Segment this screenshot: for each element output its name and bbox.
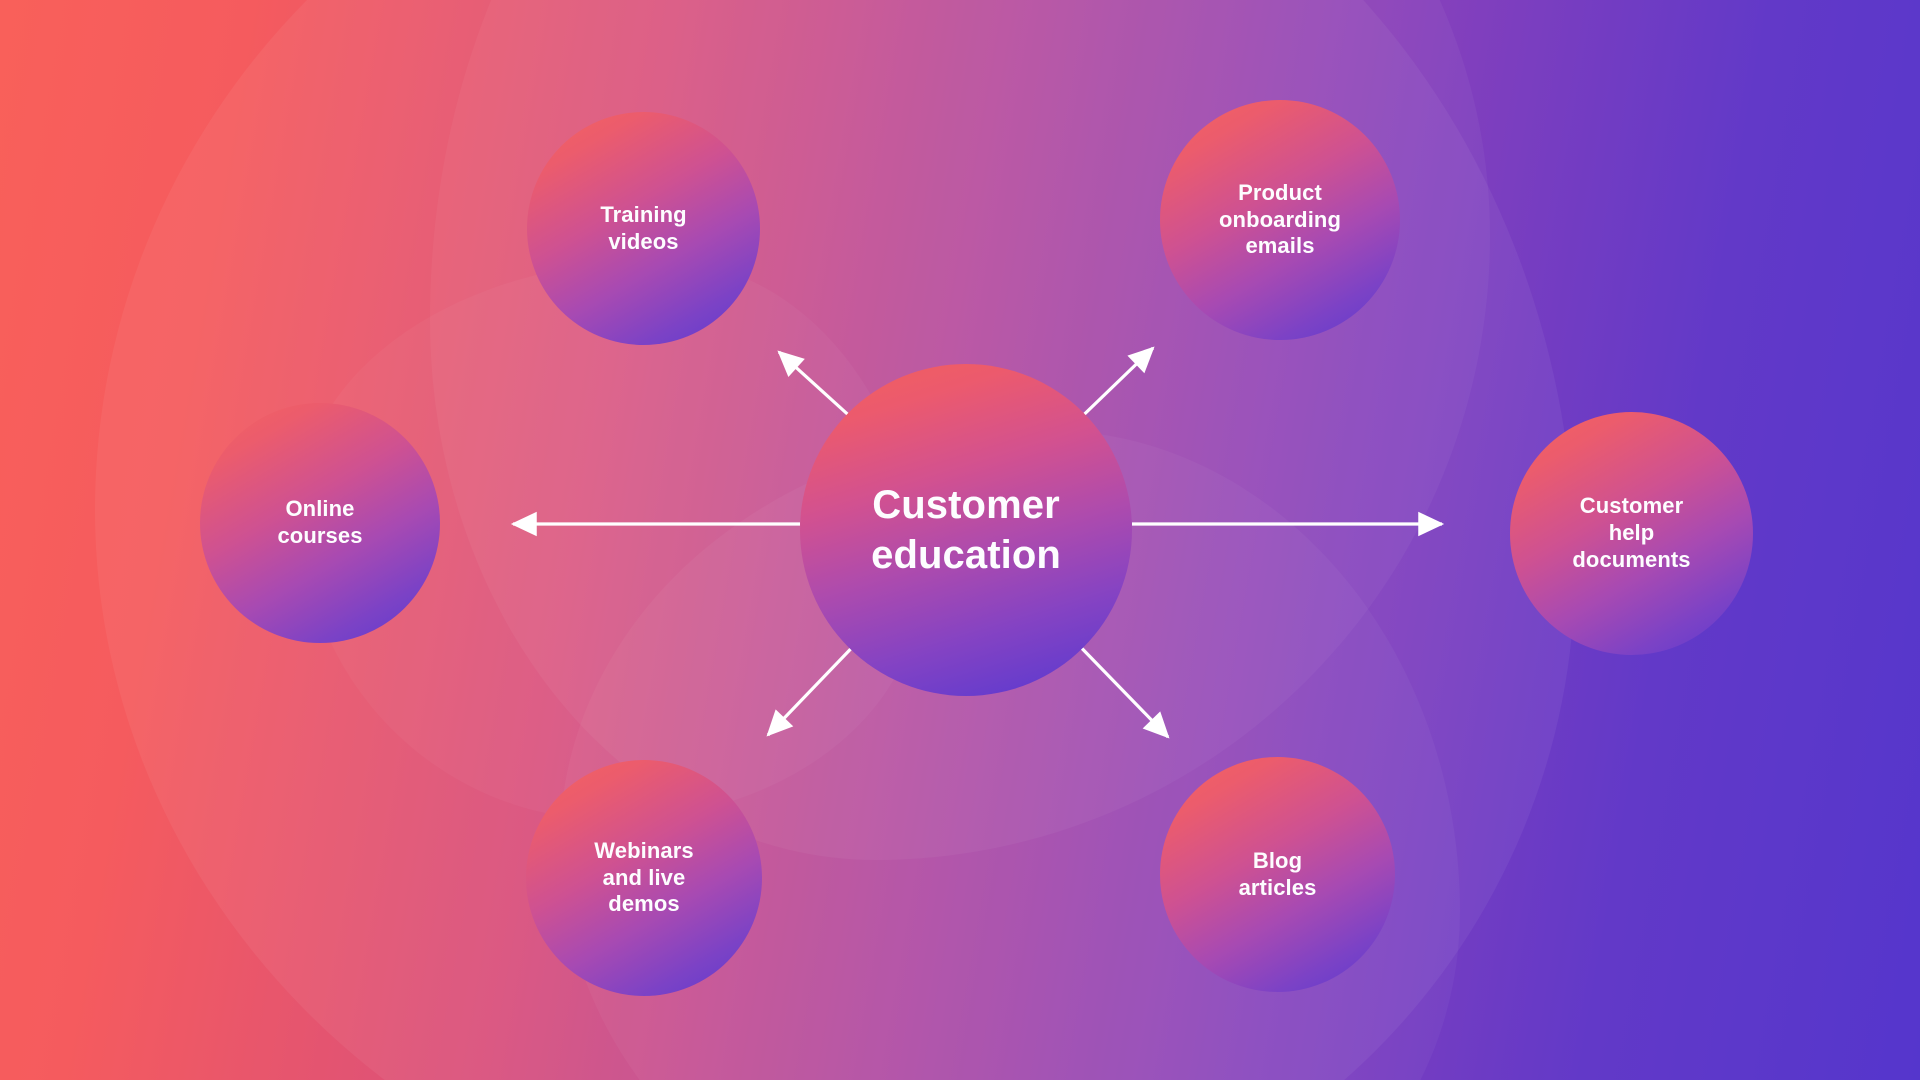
node-product-onboarding-emails[interactable]: Product onboarding emails	[1160, 100, 1400, 340]
node-label: Product onboarding emails	[1219, 179, 1341, 259]
node-blog-articles[interactable]: Blog articles	[1160, 757, 1395, 992]
node-label: Online courses	[277, 496, 363, 548]
center-node-label: Customer education	[871, 482, 1061, 577]
node-customer-education-center[interactable]: Customer education	[800, 364, 1132, 696]
node-training-videos[interactable]: Training videos	[527, 112, 760, 345]
node-label: Blog articles	[1238, 847, 1317, 900]
node-customer-help-documents[interactable]: Customer help documents	[1510, 412, 1753, 655]
node-webinars-live-demos[interactable]: Webinars and live demos	[526, 760, 762, 996]
node-label: Customer help documents	[1572, 493, 1691, 572]
node-label: Webinars and live demos	[594, 837, 694, 917]
node-online-courses[interactable]: Online courses	[200, 403, 440, 643]
arrow-to-webinars-live-demos	[766, 631, 868, 737]
node-label: Training videos	[600, 201, 687, 254]
arrow-to-blog-articles	[1065, 631, 1170, 739]
